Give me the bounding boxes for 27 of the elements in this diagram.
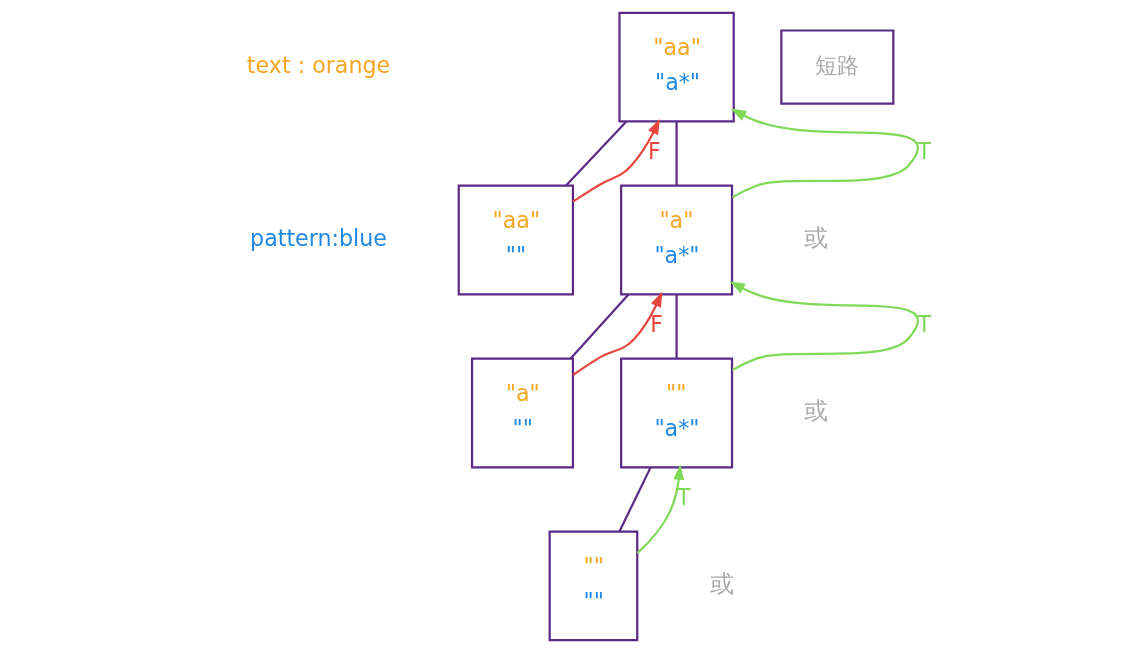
node-box: 短路: [779, 29, 894, 105]
node-box: "aa" "a*": [617, 11, 735, 123]
node-box: "a" "a*": [619, 184, 733, 296]
legend-label: text : orange: [246, 51, 390, 78]
connector: [675, 121, 678, 186]
connector: [617, 467, 651, 532]
arrow: [636, 464, 684, 554]
arrow: [571, 291, 662, 376]
edge-label: F: [649, 311, 663, 338]
arrow: [728, 281, 919, 372]
connector: [675, 294, 678, 359]
label: 或: [803, 396, 828, 426]
legend-label: pattern:blue: [249, 224, 387, 251]
edge-label: T: [676, 483, 691, 510]
edge-label: T: [917, 311, 931, 338]
connector: [564, 121, 627, 187]
node-box: "" "": [548, 530, 638, 642]
arrow: [571, 118, 660, 203]
edge-label: T: [917, 138, 931, 165]
node-box: "a" "": [470, 357, 574, 469]
label: 或: [803, 223, 828, 253]
connector: [569, 293, 629, 360]
node-box: "" "a*": [619, 357, 733, 469]
arrow: [730, 108, 918, 199]
edge-label: F: [647, 138, 661, 165]
node-box: "aa" "": [457, 184, 574, 296]
label: 或: [709, 569, 734, 599]
